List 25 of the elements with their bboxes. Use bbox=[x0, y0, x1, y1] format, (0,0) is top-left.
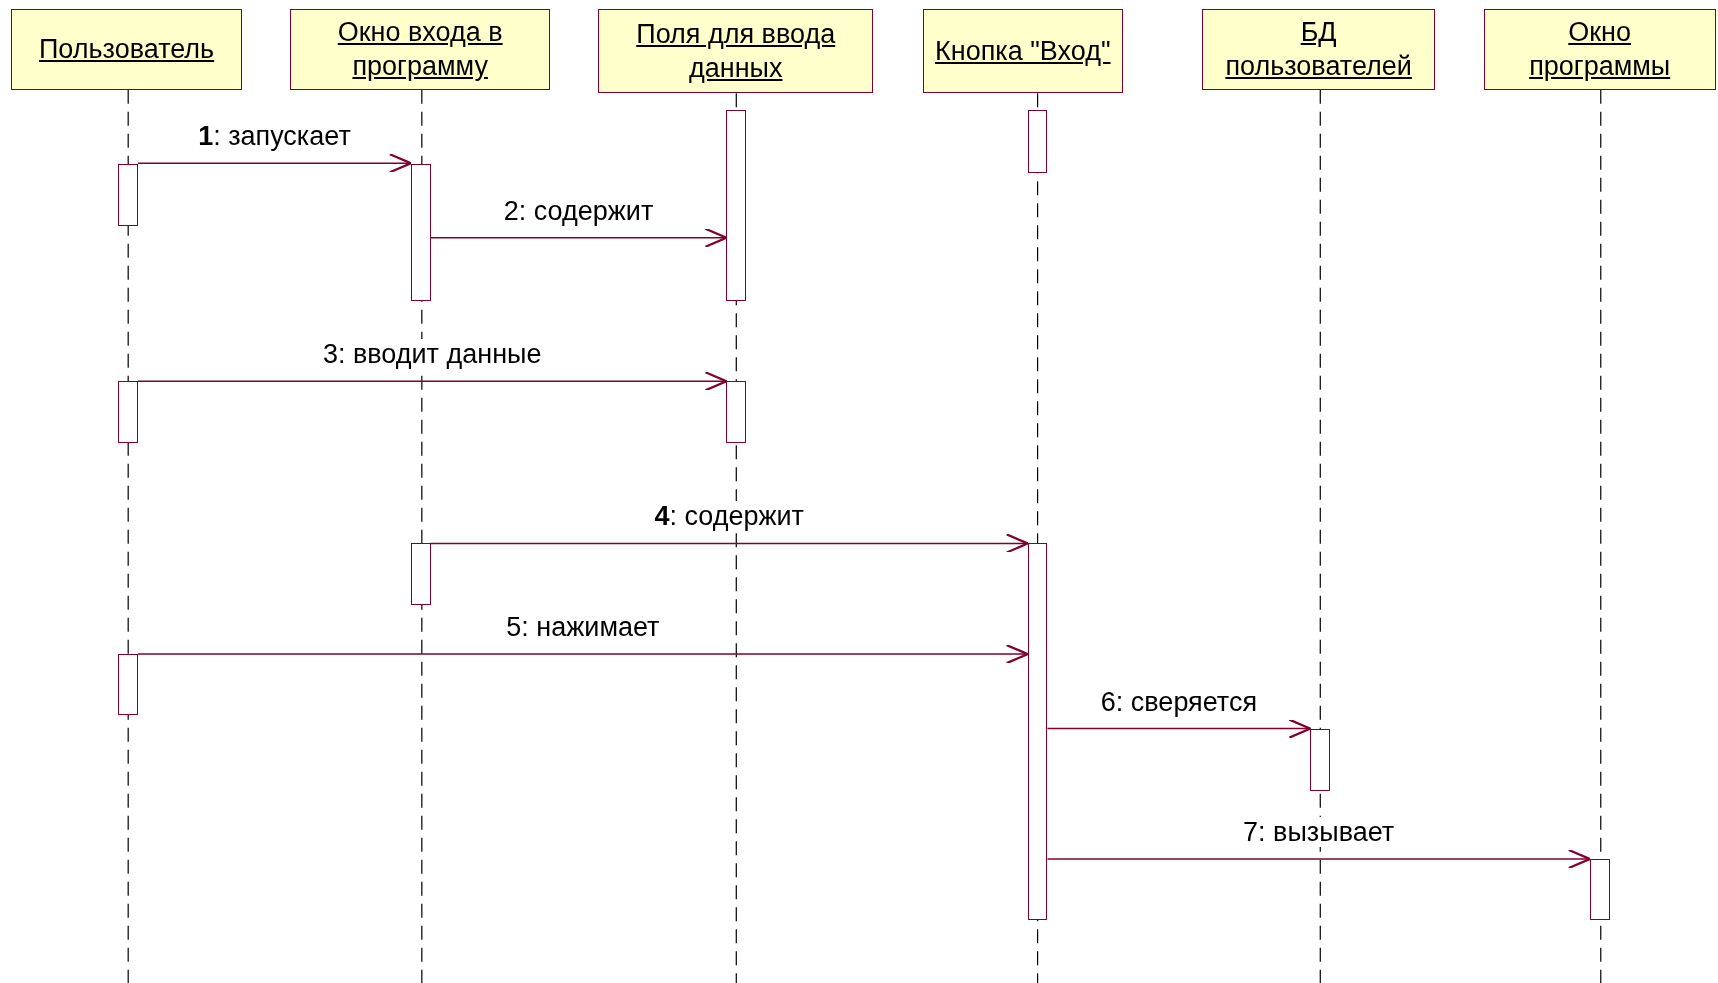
activation-bar bbox=[118, 381, 139, 443]
activation-bar bbox=[410, 164, 431, 302]
activation-bar bbox=[1027, 109, 1048, 174]
activation-bar bbox=[118, 164, 139, 226]
activation-bar bbox=[1310, 728, 1331, 792]
object-box: БД пользователей bbox=[1201, 8, 1436, 90]
activation-bar bbox=[726, 109, 747, 302]
object-box: Пользователь bbox=[10, 8, 243, 90]
message-arrow bbox=[137, 371, 728, 392]
activation-bar bbox=[1027, 543, 1048, 921]
activation-bar bbox=[118, 654, 139, 716]
message-arrow bbox=[1046, 848, 1591, 870]
message-arrow bbox=[1046, 718, 1312, 739]
message-arrow bbox=[429, 227, 728, 248]
object-box: Кнопка "Вход" bbox=[922, 8, 1124, 94]
activation-bar bbox=[726, 381, 747, 443]
object-box: Окно программы bbox=[1483, 8, 1716, 90]
edge-label: 4: содержит bbox=[651, 501, 807, 532]
activation-bar bbox=[1589, 859, 1610, 921]
object-box: Поля для ввода данных bbox=[598, 8, 874, 94]
activation-bar bbox=[410, 543, 431, 605]
message-arrow bbox=[429, 533, 1029, 554]
message-arrow bbox=[137, 153, 412, 174]
object-box: Окно входа в программу bbox=[290, 8, 550, 90]
message-arrow bbox=[137, 644, 1029, 665]
